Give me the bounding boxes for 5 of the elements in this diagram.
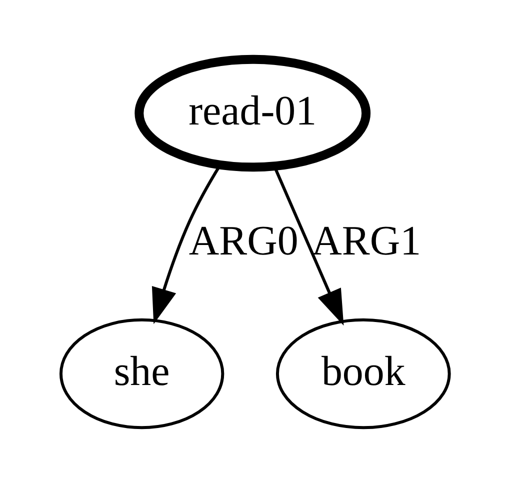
node-ellipse: book xyxy=(276,318,451,430)
node-ellipse: she xyxy=(59,318,224,430)
node-ellipse: read-01 xyxy=(134,54,371,172)
edge-label: ARG1 xyxy=(312,218,422,265)
edge-label: ARG0 xyxy=(188,218,298,265)
